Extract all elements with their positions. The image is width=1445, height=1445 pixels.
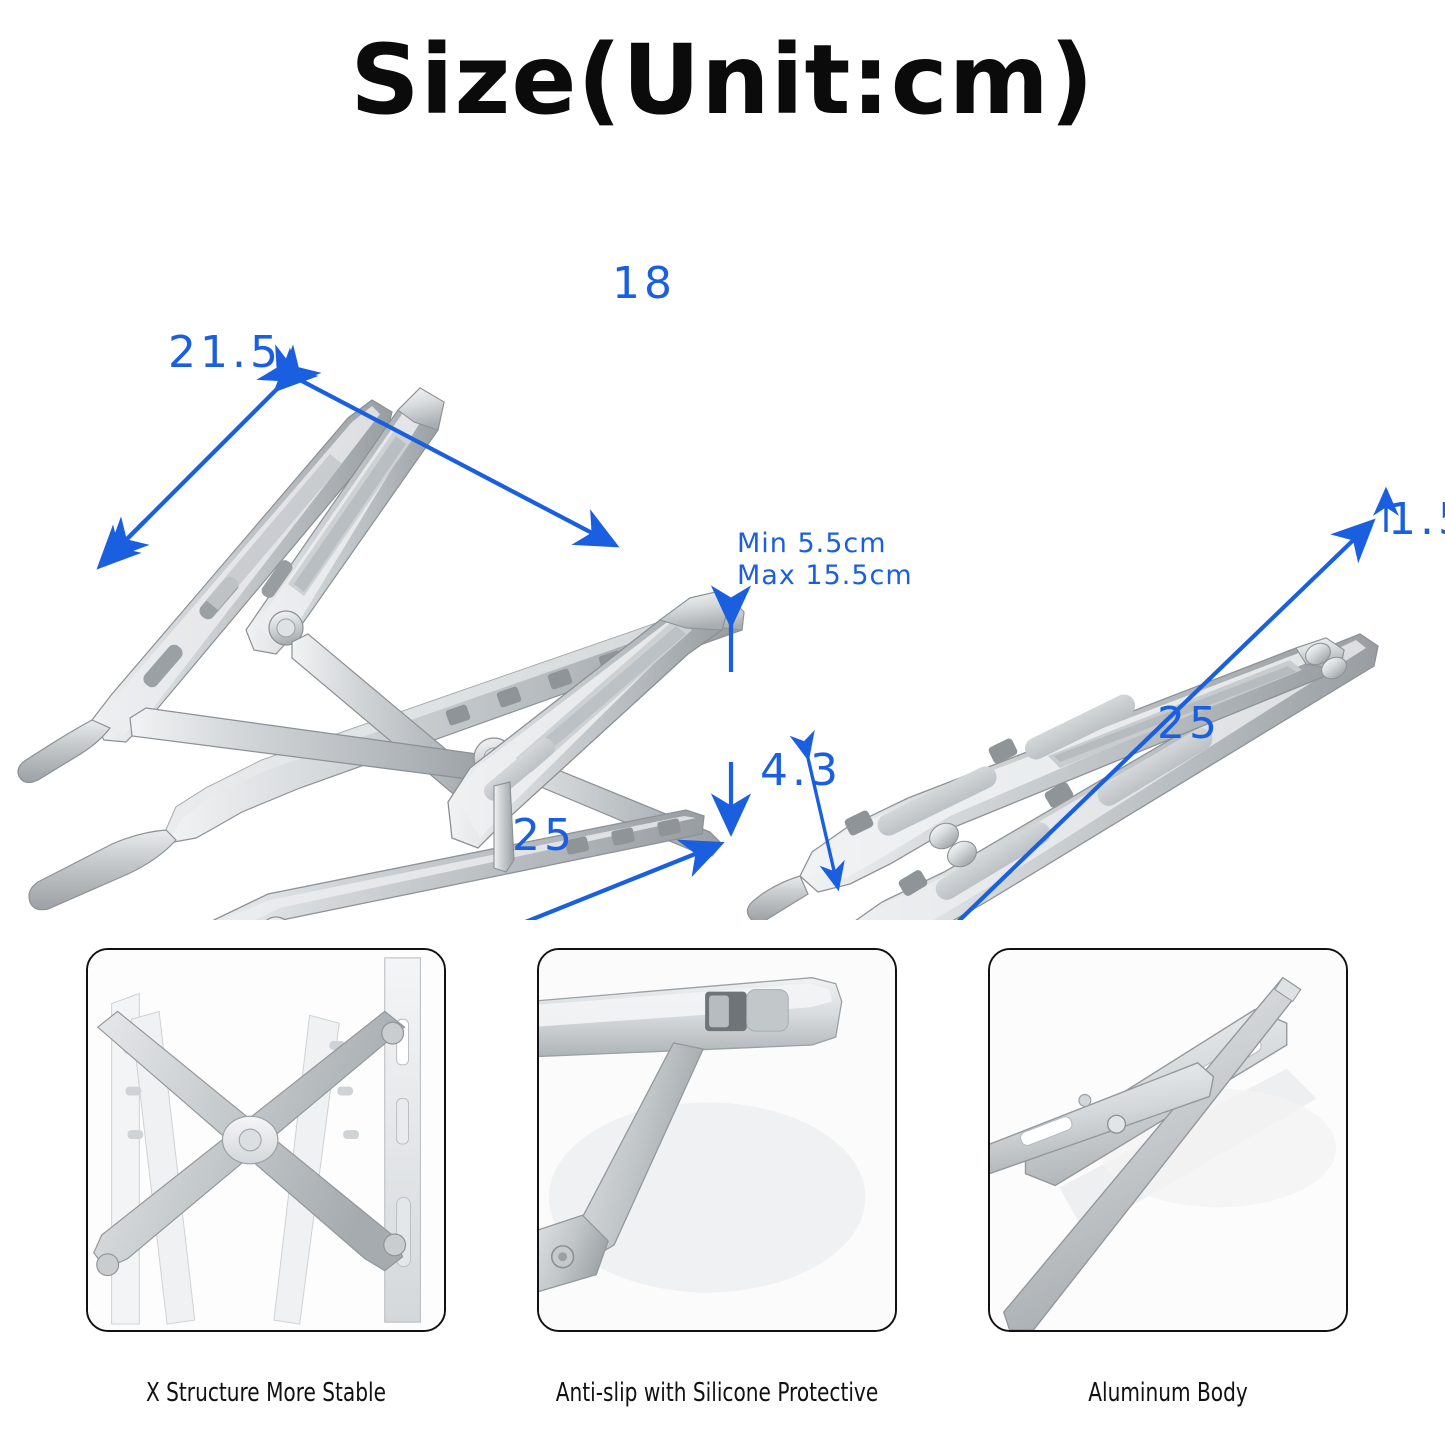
- feature-panel-anti-slip: [537, 948, 897, 1332]
- feature-panel-x-structure: [86, 948, 446, 1332]
- feature-caption-anti-slip: Anti-slip with Silicone Protective: [555, 1378, 879, 1408]
- silicone-pad-photo: [539, 950, 895, 1330]
- dimension-label-folded-thickness: 1.5: [1388, 494, 1445, 545]
- feature-caption-aluminum-body: Aluminum Body: [1088, 1378, 1248, 1408]
- hero-dimension-diagram: [0, 160, 1445, 920]
- feature-panel-aluminum-body: [988, 948, 1348, 1332]
- open-stand-dimension-arrows: [96, 344, 752, 920]
- dimension-label-back-length: 21.5: [168, 327, 282, 378]
- dimension-label-height-range: Min 5.5cm Max 15.5cm: [737, 528, 913, 592]
- folded-stand-illustration: [746, 633, 1379, 920]
- feature-caption-x-structure: X Structure More Stable: [145, 1378, 387, 1408]
- dimension-label-folded-width: 4.3: [760, 745, 842, 796]
- x-brace-photo: [88, 950, 444, 1330]
- aluminum-arms-photo: [990, 950, 1346, 1330]
- folded-stand-dimension-arrows: [789, 486, 1399, 920]
- height-min-label: Min 5.5cm: [737, 528, 887, 559]
- open-stand-illustration: [17, 387, 745, 920]
- dimension-label-top-width: 18: [612, 258, 676, 309]
- dimension-label-folded-length: 25: [1157, 698, 1221, 749]
- dimension-label-base-length: 25: [512, 810, 576, 861]
- feature-panels: [0, 948, 1445, 1348]
- page-title: Size(Unit:cm): [350, 24, 1095, 136]
- height-max-label: Max 15.5cm: [737, 559, 913, 591]
